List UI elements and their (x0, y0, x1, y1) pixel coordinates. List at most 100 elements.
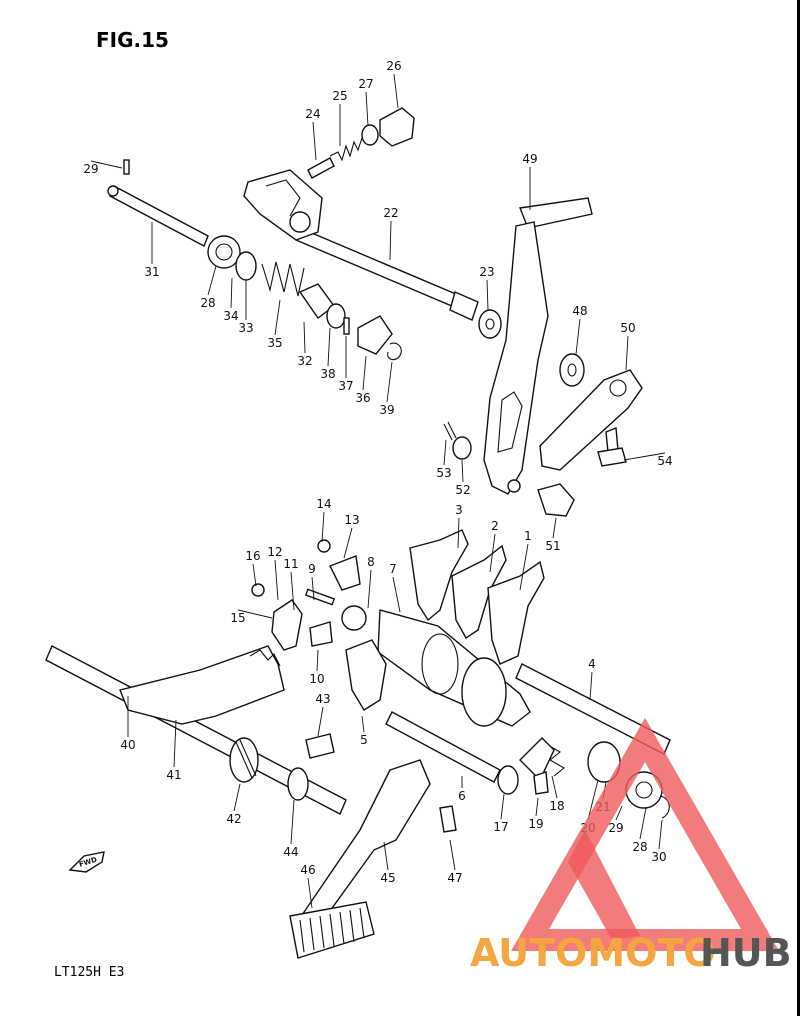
callout-number-29: 29 (83, 162, 98, 176)
callout-number-28: 28 (200, 296, 215, 310)
callout-number-34: 34 (223, 309, 238, 323)
watermark-logo: AUTOMOTO HUB (470, 717, 792, 975)
callout-leader-43 (317, 706, 324, 737)
callout-leader-44 (290, 799, 295, 845)
callout-number-1: 1 (524, 529, 532, 543)
callout-leader-9 (311, 576, 315, 601)
callout-leader-34 (230, 277, 233, 309)
callout-leader-28 (639, 807, 647, 840)
callout-leader-7 (392, 576, 401, 613)
callout-leader-4 (589, 671, 593, 701)
callout-leader-28 (207, 265, 217, 296)
shift-lever-49-assembly (443, 197, 643, 517)
callout-leader-27 (365, 91, 369, 127)
callout-number-6: 6 (458, 789, 466, 803)
callout-leader-45 (383, 841, 389, 871)
callout-number-13: 13 (344, 513, 359, 527)
callout-leader-22 (389, 220, 392, 261)
callout-number-10: 10 (309, 672, 324, 686)
callout-leader-38 (327, 327, 331, 367)
callout-leader-36 (362, 355, 367, 391)
callout-leader-41 (173, 719, 177, 768)
callout-number-23: 23 (479, 265, 494, 279)
callout-number-53: 53 (436, 466, 451, 480)
callout-number-33: 33 (238, 321, 253, 335)
callout-number-43: 43 (315, 692, 330, 706)
callout-number-35: 35 (267, 336, 282, 350)
callout-number-19: 19 (528, 817, 543, 831)
callout-leader-15 (237, 609, 273, 619)
callout-leader-11 (290, 571, 295, 611)
callout-number-37: 37 (338, 379, 353, 393)
callout-number-50: 50 (620, 321, 635, 335)
callout-leader-5 (361, 715, 365, 733)
callout-number-11: 11 (283, 557, 298, 571)
callout-number-32: 32 (297, 354, 312, 368)
callout-number-51: 51 (545, 539, 560, 553)
callout-leader-23 (486, 279, 489, 311)
callout-leader-46 (307, 877, 313, 909)
callout-leader-12 (274, 559, 279, 601)
callout-number-12: 12 (267, 545, 282, 559)
callout-leader-30 (658, 819, 663, 850)
callout-number-44: 44 (283, 845, 298, 859)
callout-number-31: 31 (144, 265, 159, 279)
callout-number-42: 42 (226, 812, 241, 826)
callout-number-48: 48 (572, 304, 587, 318)
callout-leader-18 (551, 775, 558, 799)
callout-leader-16 (252, 563, 257, 587)
callout-leader-20 (587, 779, 599, 821)
callout-number-41: 41 (166, 768, 181, 782)
figure-title: FIG.15 (96, 28, 169, 52)
gearshift-shaft-assembly (243, 107, 502, 339)
callout-number-39: 39 (379, 403, 394, 417)
callout-leader-3 (457, 517, 460, 549)
callout-number-29: 29 (608, 821, 623, 835)
callout-number-47: 47 (447, 871, 462, 885)
callout-number-2: 2 (491, 519, 499, 533)
callout-leader-1 (519, 543, 529, 591)
callout-leader-50 (625, 335, 629, 371)
callout-number-16: 16 (245, 549, 260, 563)
callout-leader-53 (443, 439, 447, 466)
callout-number-27: 27 (358, 77, 373, 91)
callout-leader-17 (500, 793, 505, 820)
callout-number-26: 26 (386, 59, 401, 73)
callout-leader-39 (386, 361, 393, 403)
callout-leader-26 (393, 73, 399, 109)
callout-number-30: 30 (651, 850, 666, 864)
callout-number-7: 7 (389, 562, 397, 576)
callout-number-36: 36 (355, 391, 370, 405)
callout-leader-32 (303, 321, 306, 354)
page-right-border (797, 0, 800, 1016)
callout-number-4: 4 (588, 657, 596, 671)
callout-number-54: 54 (657, 454, 672, 468)
callout-leader-29 (615, 805, 623, 821)
callout-number-15: 15 (230, 611, 245, 625)
callout-number-38: 38 (320, 367, 335, 381)
callout-number-40: 40 (120, 738, 135, 752)
callout-leader-29 (90, 160, 123, 169)
shift-pedal-46-assembly (289, 759, 457, 959)
callout-leader-51 (552, 517, 557, 539)
callout-leader-10 (316, 649, 319, 672)
callout-number-46: 46 (300, 863, 315, 877)
callout-number-22: 22 (383, 206, 398, 220)
forward-direction-arrow: FWD (68, 851, 105, 873)
callout-number-52: 52 (455, 483, 470, 497)
callout-leader-47 (449, 839, 456, 871)
callout-number-25: 25 (332, 89, 347, 103)
callout-number-17: 17 (493, 820, 508, 834)
callout-number-28: 28 (632, 840, 647, 854)
callout-leader-2 (489, 533, 496, 573)
model-code: LT125H E3 (54, 965, 124, 980)
watermark-text-automoto: AUTOMOTO (470, 931, 716, 975)
callout-leader-54 (623, 452, 666, 461)
callout-number-18: 18 (549, 799, 564, 813)
callout-number-49: 49 (522, 152, 537, 166)
callout-number-24: 24 (305, 107, 320, 121)
shift-shaft-31-assembly (107, 159, 402, 361)
